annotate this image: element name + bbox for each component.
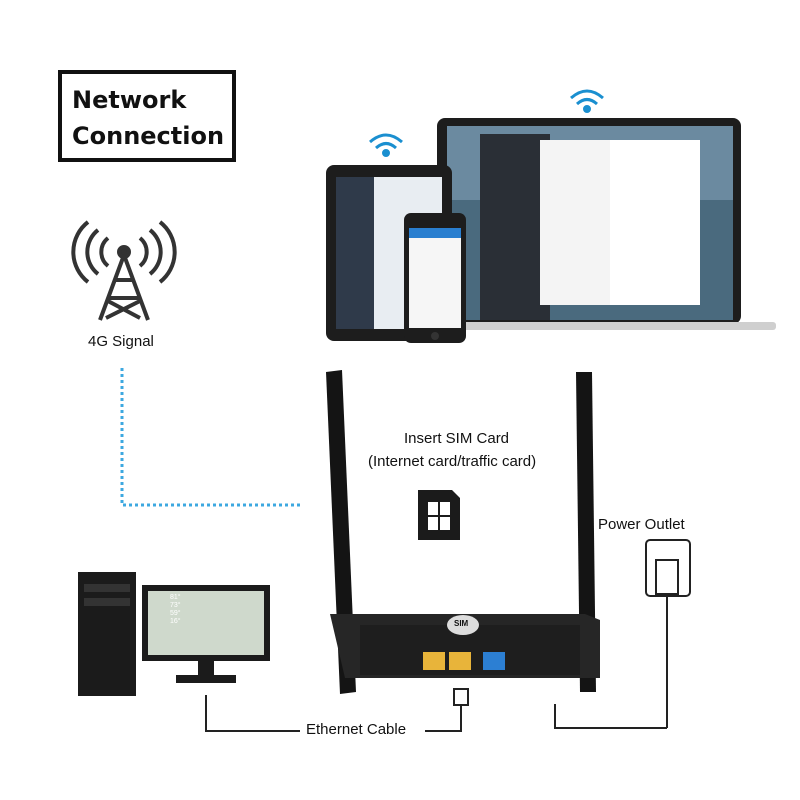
sim-label-2: (Internet card/traffic card) bbox=[368, 453, 537, 470]
power-plug-icon bbox=[554, 539, 691, 729]
router bbox=[326, 370, 600, 694]
ethernet-label: Ethernet Cable bbox=[306, 721, 407, 738]
title-line-2: Connection bbox=[72, 122, 225, 150]
phone bbox=[404, 213, 466, 343]
signal-label: 4G Signal bbox=[88, 333, 154, 350]
signal-line bbox=[120, 368, 300, 507]
reading-1: 81° bbox=[170, 594, 181, 601]
cell-tower-icon bbox=[71, 220, 177, 321]
desktop-tower bbox=[78, 572, 136, 696]
sim-card-icon bbox=[418, 490, 460, 540]
reading-4: 16° bbox=[170, 618, 181, 625]
monitor-readings: 81° 73° 59° 16° bbox=[170, 594, 181, 626]
title-box: Network Connection bbox=[58, 70, 236, 162]
ethernet-plug-icon bbox=[205, 688, 469, 732]
title-line-1: Network bbox=[72, 86, 187, 114]
reading-2: 73° bbox=[170, 602, 181, 609]
laptop bbox=[422, 118, 776, 330]
reading-3: 59° bbox=[170, 610, 181, 617]
sim-label-1: Insert SIM Card bbox=[404, 430, 510, 447]
monitor bbox=[142, 585, 270, 683]
router-logo: SIM bbox=[454, 619, 469, 628]
power-label: Power Outlet bbox=[598, 516, 685, 533]
